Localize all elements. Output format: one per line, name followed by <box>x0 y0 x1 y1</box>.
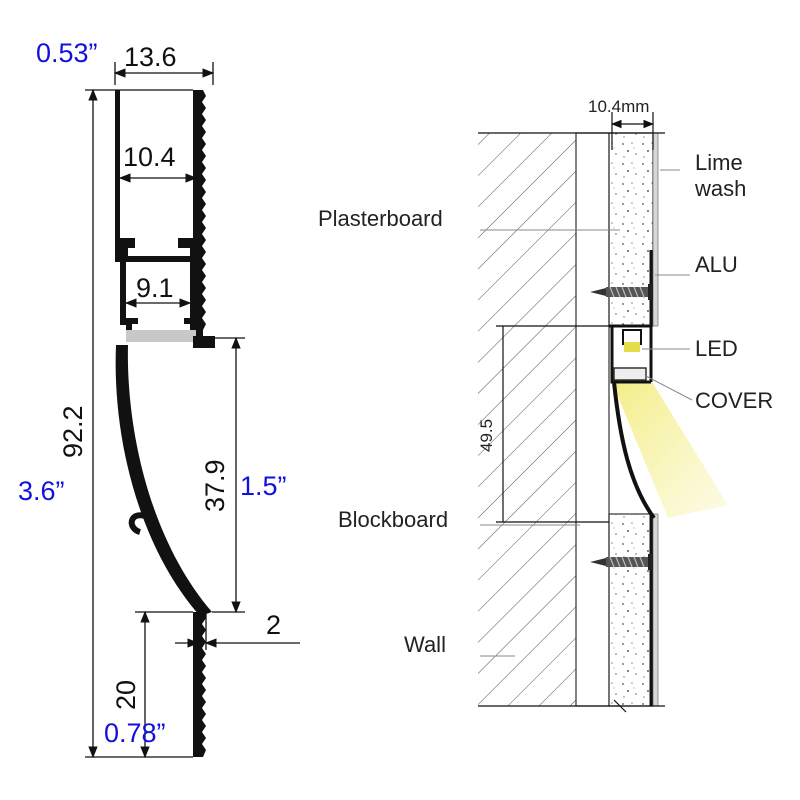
profile-front-upper <box>115 90 120 238</box>
label-lime-line1: Lime <box>695 150 743 175</box>
profile-channel-clip <box>115 238 200 325</box>
label-blockboard: Blockboard <box>338 507 448 532</box>
inch-mid-label: 1.5” <box>240 471 287 501</box>
dim-height-label: 92.2 <box>58 405 88 458</box>
profile-channel-hooks <box>126 318 196 330</box>
profile-foot <box>193 612 206 757</box>
profile-ledge <box>193 336 215 348</box>
limewash-lower <box>652 513 659 707</box>
profile-drawing: 0.53” 13.6 10.4 9.1 92.2 3.6” 37.9 1.5” … <box>18 38 300 759</box>
label-wall: Wall <box>404 632 446 657</box>
inch-height-label: 3.6” <box>18 476 65 506</box>
cover-diffuser <box>613 367 647 381</box>
limewash-upper <box>652 132 659 327</box>
dim-inner-label: 10.4 <box>123 142 176 172</box>
dim-width-label: 13.6 <box>124 42 177 72</box>
led-emitter <box>624 342 640 352</box>
profile-curl-hook <box>128 512 152 535</box>
wall-block <box>478 133 576 706</box>
led-light-beam <box>612 382 728 518</box>
label-alu: ALU <box>695 252 738 277</box>
label-led: LED <box>695 336 738 361</box>
alu-profile-section <box>609 250 653 384</box>
label-lime-line2: wash <box>694 176 746 201</box>
dim-channel-label: 9.1 <box>136 273 174 303</box>
dim-foot-label: 20 <box>111 680 141 710</box>
led-chip <box>622 329 642 345</box>
inch-foot-label: 0.78” <box>104 718 166 748</box>
dim-lip-label: 2 <box>266 610 281 640</box>
profile-skirt <box>115 345 212 616</box>
dim-gap-label: 49.5 <box>477 419 496 452</box>
screw-upper <box>590 284 653 300</box>
dim-mid-label: 37.9 <box>200 459 230 512</box>
wall-section-drawing: 10.4mm 49.5 Lime wash Plasterboard ALU L… <box>318 97 773 713</box>
blockboard-layer <box>575 132 610 707</box>
dim-section-width-label: 10.4mm <box>588 97 649 116</box>
label-plasterboard: Plasterboard <box>318 206 443 231</box>
profile-back-wall <box>193 90 206 338</box>
profile-diffuser <box>126 330 196 342</box>
plasterboard-lower <box>608 513 654 707</box>
label-cover: COVER <box>695 388 773 413</box>
inch-top-label: 0.53” <box>36 38 98 68</box>
section-skirt <box>612 381 656 520</box>
screw-lower <box>590 554 653 570</box>
